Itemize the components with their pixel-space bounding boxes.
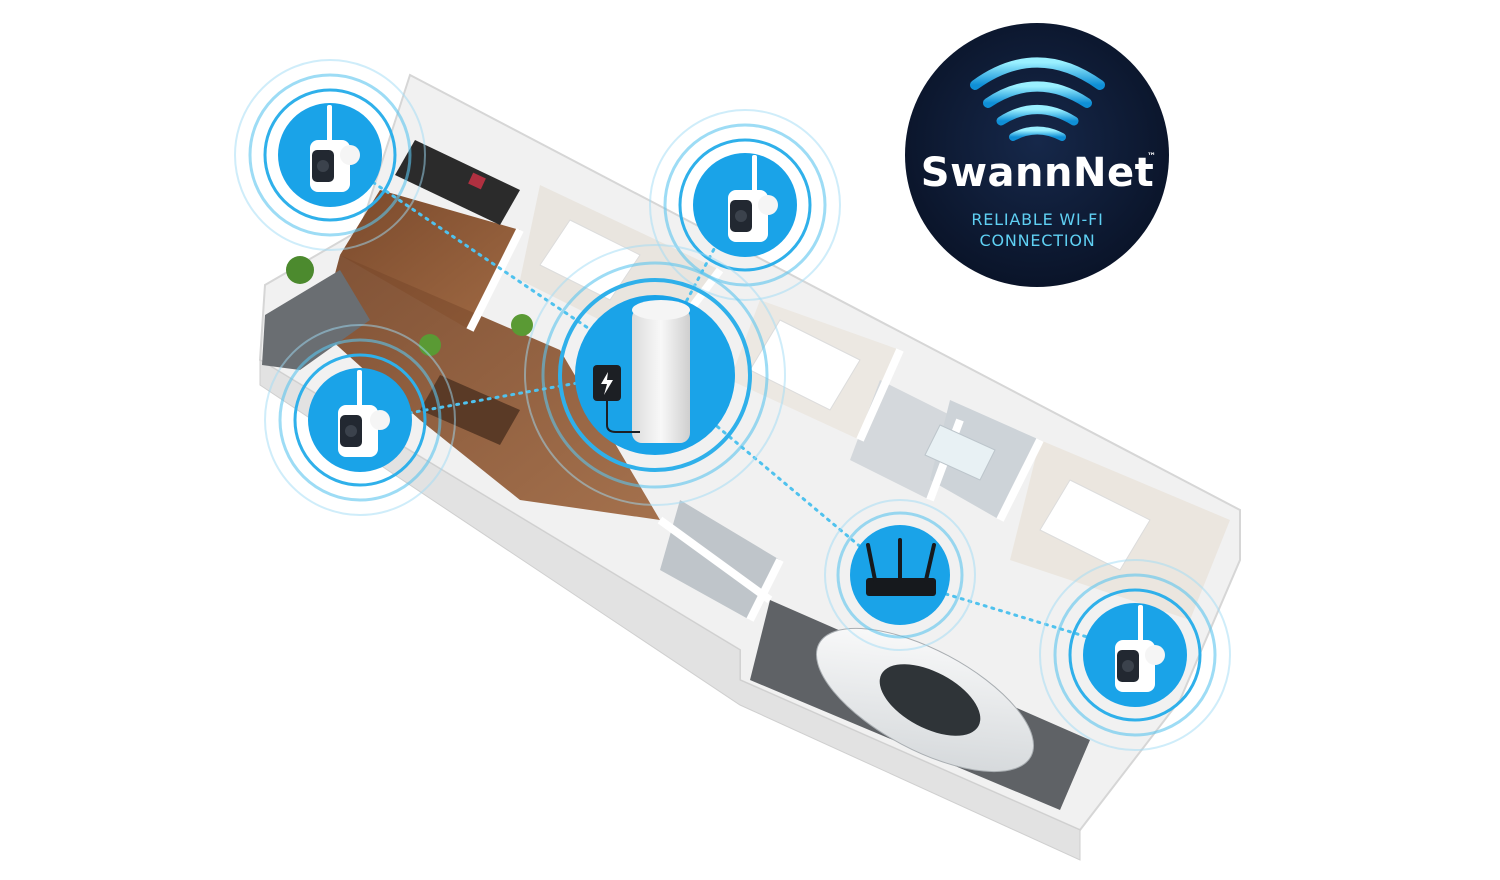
camera-icon <box>1115 605 1165 692</box>
camera-icon <box>338 370 390 457</box>
living-room-floor <box>340 190 520 330</box>
car <box>815 627 1035 773</box>
patio-floor <box>262 270 370 370</box>
trademark-symbol: ™ <box>1147 152 1156 162</box>
tagline-line1: RELIABLE WI-FI <box>971 210 1104 229</box>
camera-bedroom <box>649 109 841 301</box>
camera-icon <box>310 105 360 192</box>
router-icon <box>866 538 936 596</box>
power-icon <box>593 365 640 433</box>
camera-dining <box>264 324 456 516</box>
furniture <box>286 140 1151 571</box>
camera-garage <box>1039 559 1231 751</box>
camera-living-room <box>234 59 426 251</box>
camera-icon <box>728 155 778 242</box>
wifi-router <box>824 499 976 651</box>
tagline-line2: CONNECTION <box>979 231 1096 250</box>
wifi-icon <box>970 57 1105 141</box>
brand-name: SwannNet <box>920 150 1155 196</box>
hub-receiver <box>524 244 786 506</box>
swannnet-badge <box>905 23 1169 287</box>
